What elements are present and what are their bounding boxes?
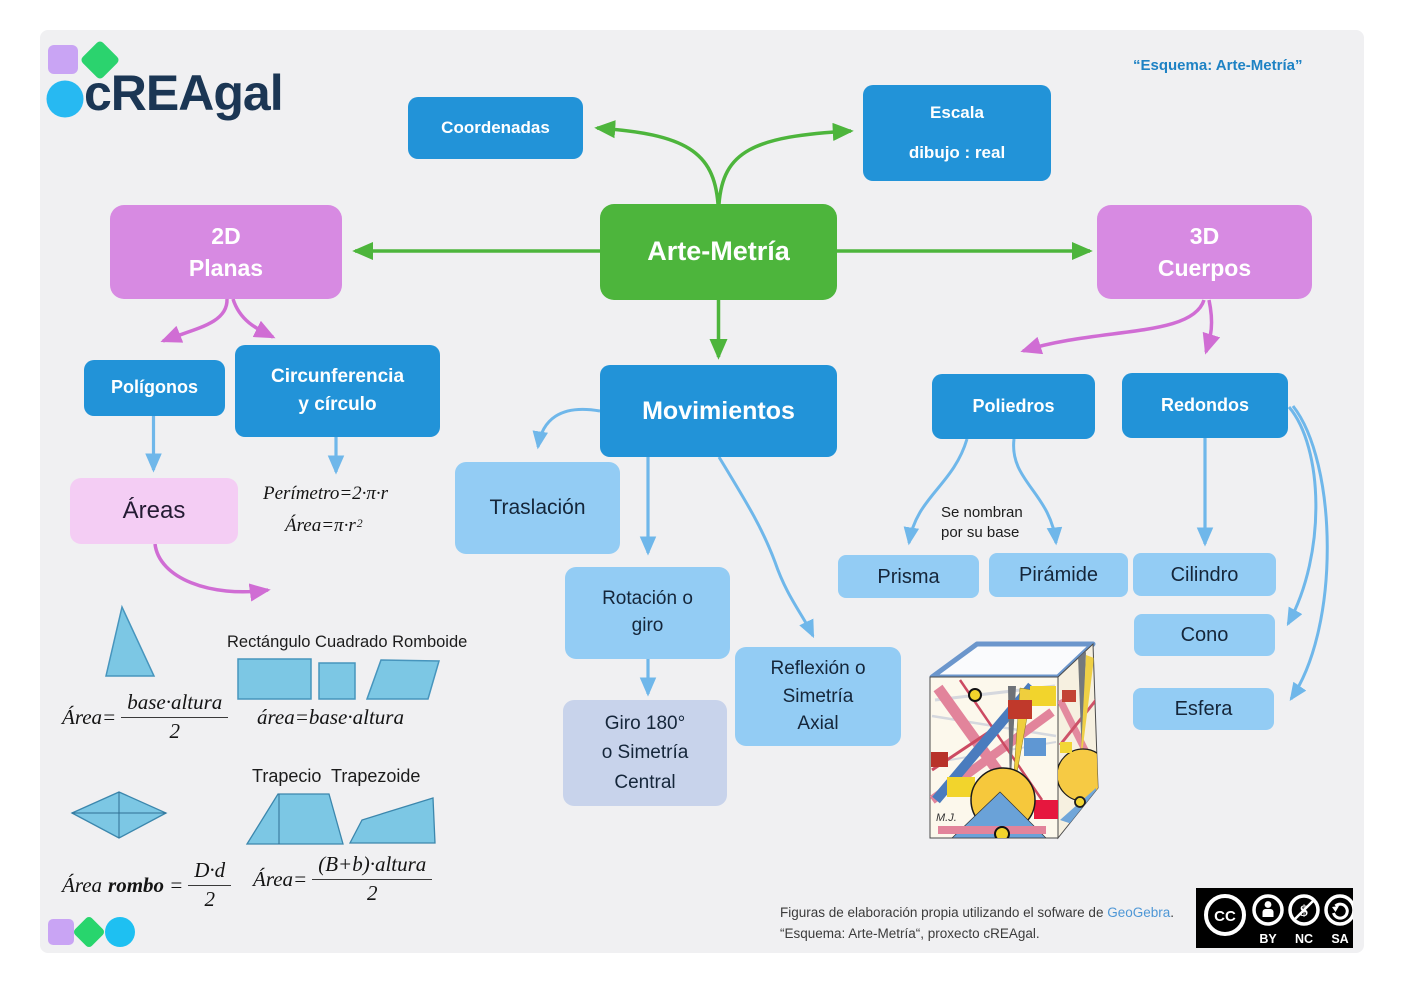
node-circunferencia-line1: Circunferencia: [270, 365, 405, 387]
formula-perimetro-text: Perímetro=2·π·r: [263, 483, 389, 504]
page-quote: “Esquema: Arte-Metría”: [1133, 57, 1303, 74]
node-2d-line1: 2D: [211, 222, 241, 249]
node-cono: Cono: [1134, 614, 1275, 656]
node-giro-central: Giro 180° o Simetría Central: [563, 700, 727, 806]
footer-line1: Figuras de elaboración propia utilizando…: [780, 903, 1174, 924]
node-giro-line2: o Simetría: [601, 742, 689, 764]
node-rotacion-line1: Rotación o: [602, 588, 693, 610]
node-reflexion-line1: Reflexión o: [770, 658, 866, 680]
label-trapecios: Trapecio Trapezoide: [252, 766, 421, 786]
node-escala-line1: Escala: [930, 103, 984, 123]
node-escala-line2: dibujo : real: [908, 142, 1006, 162]
formula-rombo-word: rombo: [108, 872, 165, 897]
formula-area-circulo-text: Área=π·r: [285, 515, 356, 536]
node-giro-line1: Giro 180°: [604, 712, 686, 734]
cc-license-icons: CC $ BY NC SA: [1204, 894, 1356, 946]
node-2d-planas: 2D Planas: [110, 205, 342, 299]
diagram-background: [40, 30, 1364, 953]
node-traslacion: Traslación: [455, 462, 620, 554]
note-se-nombran-line2: por su base: [941, 523, 1020, 541]
formula-perimetro: Perímetro=2·π·r: [263, 483, 388, 505]
geogebra-link[interactable]: GeoGebra: [1107, 905, 1171, 920]
sa-icon: [1324, 894, 1356, 926]
cc-icon: [1204, 894, 1246, 936]
formula-paralelogramos-text: área=base·altura: [257, 705, 404, 729]
cc-icon-text: CC: [1214, 908, 1236, 925]
node-coordenadas: Coordenadas: [408, 97, 583, 159]
logo-creagal: cREAgal: [84, 65, 284, 121]
node-esfera: Esfera: [1133, 688, 1274, 730]
footer-line1-period: .: [1170, 905, 1175, 920]
formula-trapecio-den: 2: [367, 881, 378, 905]
formula-trapecio-prefix: Área=: [253, 866, 308, 891]
cc-license-badge[interactable]: CC $ BY NC SA: [1196, 888, 1356, 948]
node-prisma: Prisma: [838, 555, 979, 598]
formula-area-circulo-exp: 2: [356, 517, 363, 530]
node-circunferencia: Circunferencia y círculo: [235, 345, 440, 437]
formula-area-trapecio: Área= (B+b)·altura 2: [253, 852, 433, 906]
node-cilindro: Cilindro: [1133, 553, 1276, 596]
formula-trapecio-num: (B+b)·altura: [312, 852, 433, 880]
node-giro-line3: Central: [614, 771, 676, 793]
node-3d-cuerpos: 3D Cuerpos: [1097, 205, 1312, 299]
node-redondos: Redondos: [1122, 373, 1288, 438]
node-escala: Escala dibujo : real: [863, 85, 1051, 181]
formula-triangulo-den: 2: [169, 719, 181, 743]
node-3d-line2: Cuerpos: [1157, 255, 1252, 281]
node-poliedros: Poliedros: [932, 374, 1095, 439]
node-reflexion: Reflexión o Simetría Axial: [735, 647, 901, 746]
formula-rombo-den: 2: [204, 887, 215, 911]
node-areas: Áreas: [70, 478, 238, 544]
footer-line1-text: Figuras de elaboración propia utilizando…: [780, 905, 1108, 920]
node-movimientos: Movimientos: [600, 365, 837, 457]
node-reflexion-line2: Simetría: [782, 685, 854, 707]
formula-rombo-prefix: Área: [62, 872, 103, 897]
by-icon: [1252, 894, 1284, 926]
node-piramide: Pirámide: [989, 553, 1128, 597]
note-se-nombran: Se nombran por su base: [941, 503, 1051, 542]
formula-triangulo-num: base·altura: [121, 690, 229, 718]
footer-line2: “Esquema: Arte-Metría“, proxecto cREAgal…: [780, 925, 1040, 941]
by-label: BY: [1259, 932, 1277, 946]
formula-area-rombo: Área rombo = D·d 2: [62, 858, 232, 912]
note-se-nombran-line1: Se nombran: [941, 504, 1023, 521]
node-2d-line2: Planas: [188, 255, 264, 281]
formula-area-paralelogramos: área=base·altura: [257, 705, 404, 730]
node-3d-line1: 3D: [1189, 222, 1220, 249]
label-cuadrilateros: Rectángulo Cuadrado Romboide: [227, 633, 468, 651]
node-arte-metria: Arte-Metría: [600, 204, 837, 300]
formula-rombo-num: D·d: [188, 858, 232, 886]
formula-rombo-equals: =: [169, 872, 184, 897]
formula-area-triangulo: Área= base·altura 2: [62, 690, 229, 744]
formula-triangulo-prefix: Área=: [62, 704, 117, 729]
nc-icon: $: [1288, 894, 1320, 926]
node-rotacion: Rotación o giro: [565, 567, 730, 659]
nc-label: NC: [1295, 932, 1313, 946]
node-rotacion-line2: giro: [631, 615, 664, 636]
node-circunferencia-line2: y círculo: [298, 394, 377, 415]
sa-label: SA: [1331, 932, 1348, 946]
node-poligonos: Polígonos: [84, 360, 225, 416]
footer-credit: Figuras de elaboración propia utilizando…: [780, 903, 1174, 945]
node-reflexion-line3: Axial: [797, 713, 839, 735]
